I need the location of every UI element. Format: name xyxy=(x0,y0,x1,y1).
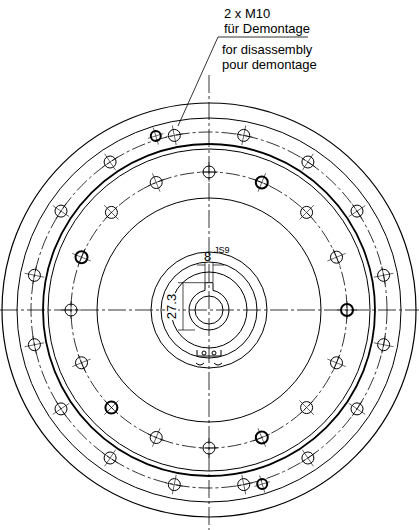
hole-centerline xyxy=(105,206,118,219)
note-text: 2 x M10 xyxy=(224,7,270,20)
hole-centerline xyxy=(300,157,315,167)
dimension-text: JS9 xyxy=(214,246,230,255)
hole-centerline xyxy=(352,401,362,416)
hole-centerline xyxy=(300,206,313,219)
hole-centerline xyxy=(347,301,348,319)
hole-centerline xyxy=(148,134,163,139)
hole-centerline xyxy=(300,401,314,415)
hole-centerline xyxy=(78,249,85,266)
dimension-text: 8 xyxy=(204,250,211,263)
hole-centerline xyxy=(200,172,218,173)
hole-centerline xyxy=(105,401,118,414)
hole-centerline xyxy=(33,336,37,354)
hole-centerline xyxy=(254,179,271,186)
note-text: für Demontage xyxy=(224,22,310,35)
hole-centerline xyxy=(300,401,313,414)
hole-centerline xyxy=(235,483,253,487)
hole-centerline xyxy=(254,434,271,441)
hole-centerline xyxy=(104,205,118,219)
hole-centerline xyxy=(382,336,386,354)
hole-centerline xyxy=(103,157,118,167)
hole-centerline xyxy=(71,301,72,319)
hole-centerline xyxy=(148,179,165,186)
hole-centerline xyxy=(382,266,386,284)
hole-centerline xyxy=(104,401,118,415)
hole-centerline xyxy=(103,453,118,463)
hole-centerline xyxy=(255,482,270,487)
note-text: for disassembly xyxy=(222,43,312,56)
hole-centerline xyxy=(333,355,340,372)
hole-centerline xyxy=(165,134,183,138)
hole-centerline xyxy=(235,134,253,138)
hole-centerline xyxy=(300,205,314,219)
note-text: pour demontage xyxy=(222,58,317,71)
hole-centerline xyxy=(165,483,183,487)
hole-centerline xyxy=(300,453,315,463)
hole-centerline xyxy=(33,266,37,284)
hole-centerline xyxy=(148,434,165,441)
dimension-text: 27.3 xyxy=(166,292,179,319)
hole-centerline xyxy=(333,249,340,266)
hole-centerline xyxy=(56,204,66,219)
hole-centerline xyxy=(56,401,66,416)
hole-centerline xyxy=(200,448,218,449)
hole-centerline xyxy=(352,204,362,219)
hole-centerline xyxy=(78,355,85,372)
